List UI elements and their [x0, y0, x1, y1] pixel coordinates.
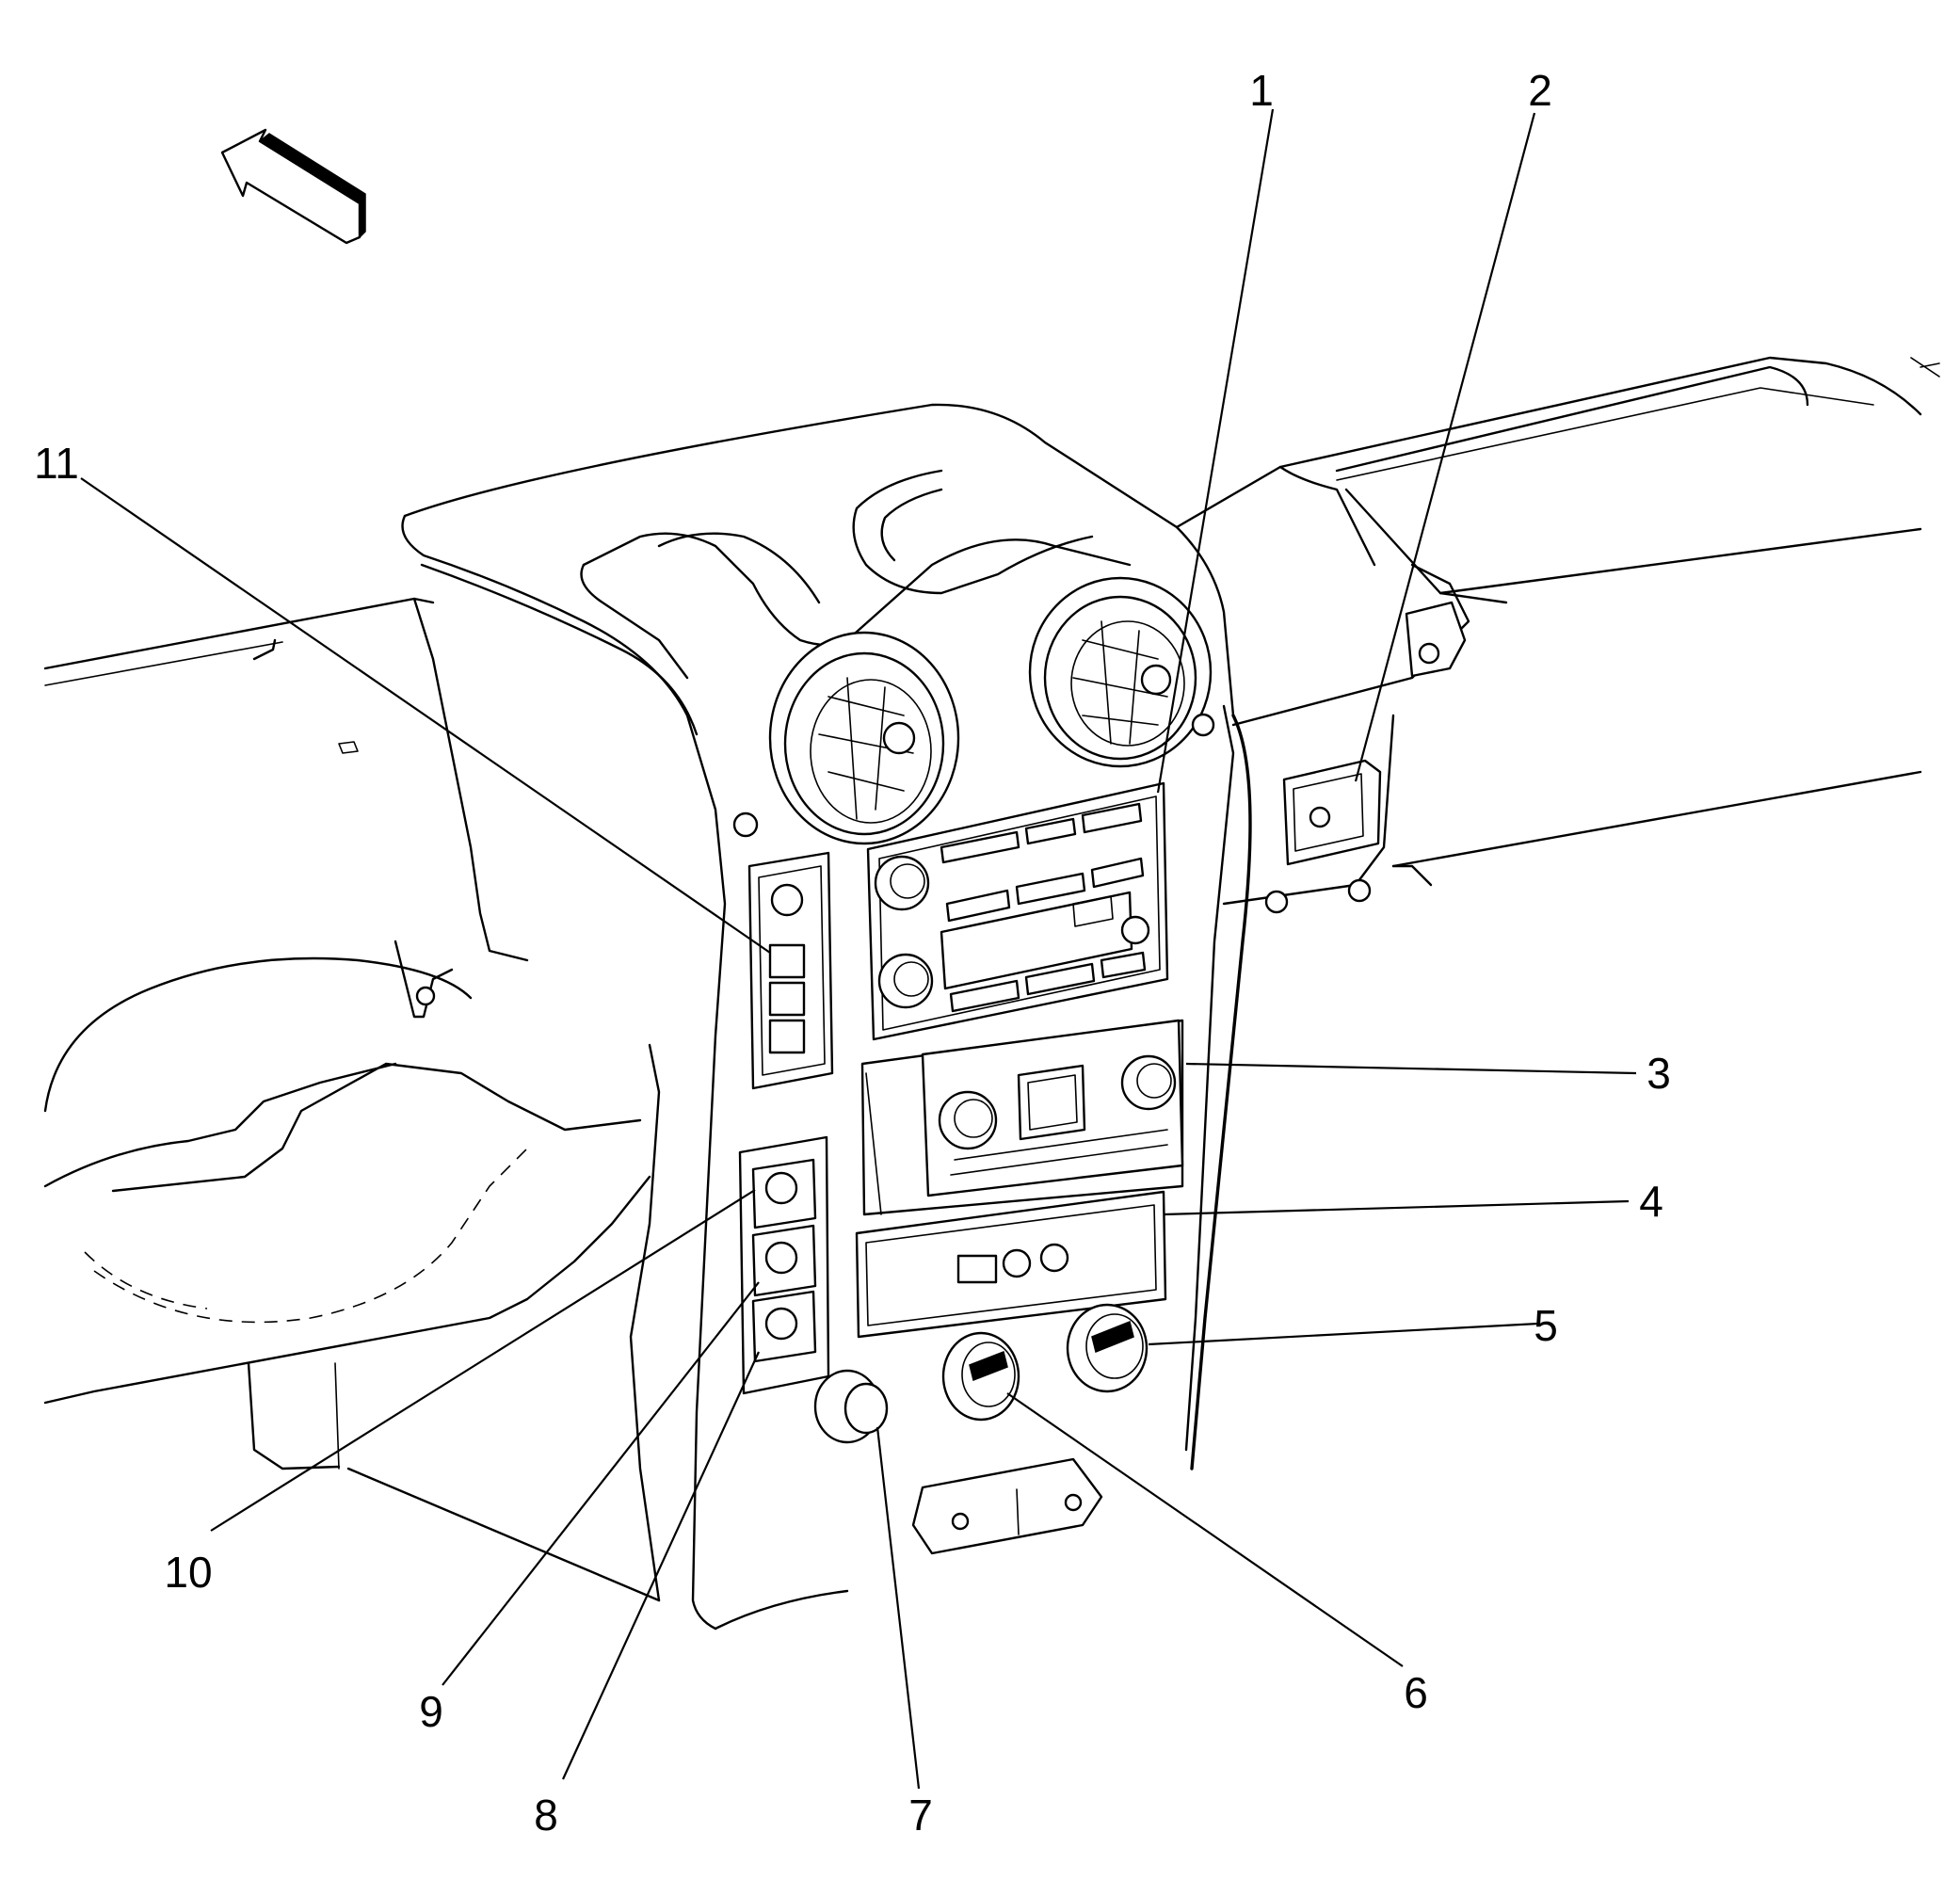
lower-bracket — [911, 1457, 1103, 1555]
auxiliary-switch-panel — [738, 1135, 830, 1395]
hvac-control-module — [860, 1019, 1184, 1216]
callout-leaders — [80, 108, 1637, 1790]
callout-3: 3 — [1647, 1049, 1671, 1098]
callout-6: 6 — [1404, 1668, 1428, 1717]
callout-2: 2 — [1528, 66, 1552, 115]
callout-4: 4 — [1639, 1177, 1663, 1226]
radio-assembly — [866, 781, 1169, 1041]
right-air-vent — [1028, 576, 1213, 768]
left-air-vent — [768, 631, 960, 845]
callout-8: 8 — [534, 1791, 558, 1840]
rotary-knobs — [813, 1303, 1149, 1444]
callout-11: 11 — [34, 439, 79, 488]
callout-10: 10 — [164, 1548, 212, 1597]
callout-9: 9 — [419, 1687, 443, 1736]
callout-5: 5 — [1534, 1301, 1558, 1350]
fastener-icon — [1191, 713, 1215, 737]
center-stack-housing — [401, 403, 1252, 1631]
accessory-switch-bezel — [855, 1190, 1167, 1339]
front-direction-arrow-icon — [220, 128, 366, 245]
left-instrument-panel — [43, 597, 661, 1602]
right-instrument-panel — [1175, 356, 1940, 914]
callout-1: 1 — [1249, 66, 1274, 115]
driver-information-switch-panel — [747, 851, 834, 1090]
fastener-icon — [732, 811, 759, 838]
callout-7: 7 — [908, 1791, 933, 1840]
